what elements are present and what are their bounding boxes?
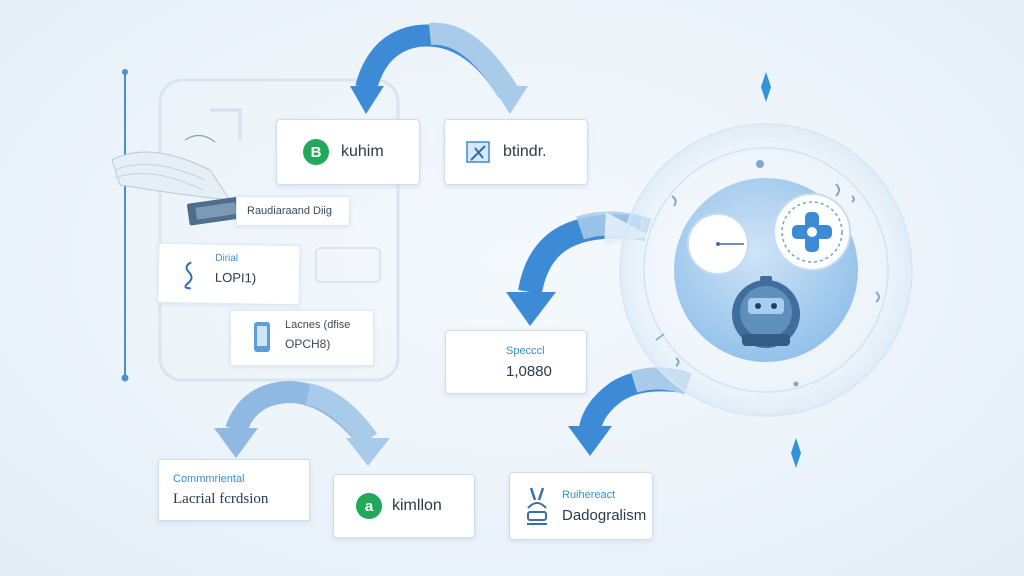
node-dadogralism[interactable]: Ruihereact Dadogralism <box>509 472 653 540</box>
node-specccl-title: Specccl <box>506 344 545 357</box>
sparkle-icon <box>791 438 801 468</box>
node-kimllon-label: kimllon <box>392 497 442 514</box>
blue-tag-icon <box>465 140 493 164</box>
device-frame-outline <box>158 78 400 382</box>
node-btindr-label: btindr. <box>503 143 547 160</box>
node-lacrial-label: Lacrial fcrdsion <box>173 490 269 507</box>
sparkle-icon <box>761 72 771 102</box>
usb-drive-icon <box>111 134 244 226</box>
hook-icon <box>181 260 200 290</box>
clock-icon <box>687 213 749 275</box>
trophy-rabbit-icon <box>524 486 550 526</box>
node-dadogralism-title: Ruihereact <box>562 488 616 501</box>
arrow-bottom-cycle <box>214 380 390 466</box>
green-b-badge-icon: B <box>303 139 329 165</box>
node-kuhim[interactable]: B kuhim <box>276 119 420 185</box>
node-kimllon[interactable]: a kimllon <box>333 474 475 538</box>
phone-icon <box>253 321 271 353</box>
plus-target-icon <box>773 193 851 271</box>
device-inner-slot <box>315 247 381 283</box>
node-kuhim-label: kuhim <box>341 143 384 160</box>
node-specccl[interactable]: Specccl 1,0880 <box>445 330 587 394</box>
device-tag: Raudiaraand Diig <box>236 196 350 226</box>
note-lacnes: Lacnes (dfise OPCH8) <box>230 310 374 366</box>
node-lacrial[interactable]: Commmriental Lacrial fcrdsion <box>158 459 310 521</box>
node-specccl-value: 1,0880 <box>506 362 552 380</box>
note-dirial: Dirial LOPI1) <box>157 242 301 306</box>
green-a-badge-icon: a <box>356 493 382 519</box>
note-dirial-value: LOPI1) <box>214 269 257 286</box>
robot-head-icon <box>732 276 800 348</box>
note-dirial-title: Dirial <box>215 252 239 265</box>
node-dadogralism-label: Dadogralism <box>562 506 647 524</box>
device-tag-label: Raudiaraand Diig <box>247 205 332 217</box>
vertical-timeline-line <box>121 69 129 382</box>
arrow-top-cycle <box>350 22 528 114</box>
node-lacrial-title: Commmriental <box>173 472 245 485</box>
device-top-tab <box>210 108 242 140</box>
node-btindr[interactable]: btindr. <box>444 119 588 185</box>
note-lacnes-title: Lacnes (dfise <box>285 319 351 331</box>
note-lacnes-value: OPCH8) <box>285 337 331 351</box>
globe-hub <box>619 123 913 417</box>
